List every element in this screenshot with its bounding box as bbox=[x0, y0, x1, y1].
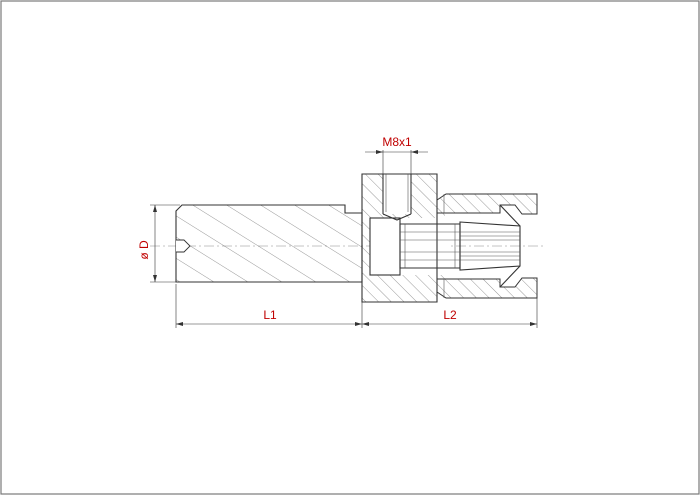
shank bbox=[175, 204, 363, 283]
collet bbox=[369, 204, 521, 288]
dimension-lengths: L1 L2 bbox=[175, 284, 538, 328]
dimension-diameter: ø D bbox=[137, 204, 180, 283]
dimension-thread: M8x1 bbox=[365, 135, 428, 174]
body-block bbox=[361, 173, 450, 303]
clamp-nut bbox=[436, 193, 538, 299]
diameter-label: ø D bbox=[137, 240, 151, 260]
l1-label: L1 bbox=[263, 308, 277, 322]
thread-label: M8x1 bbox=[382, 135, 412, 149]
l2-label: L2 bbox=[443, 308, 457, 322]
